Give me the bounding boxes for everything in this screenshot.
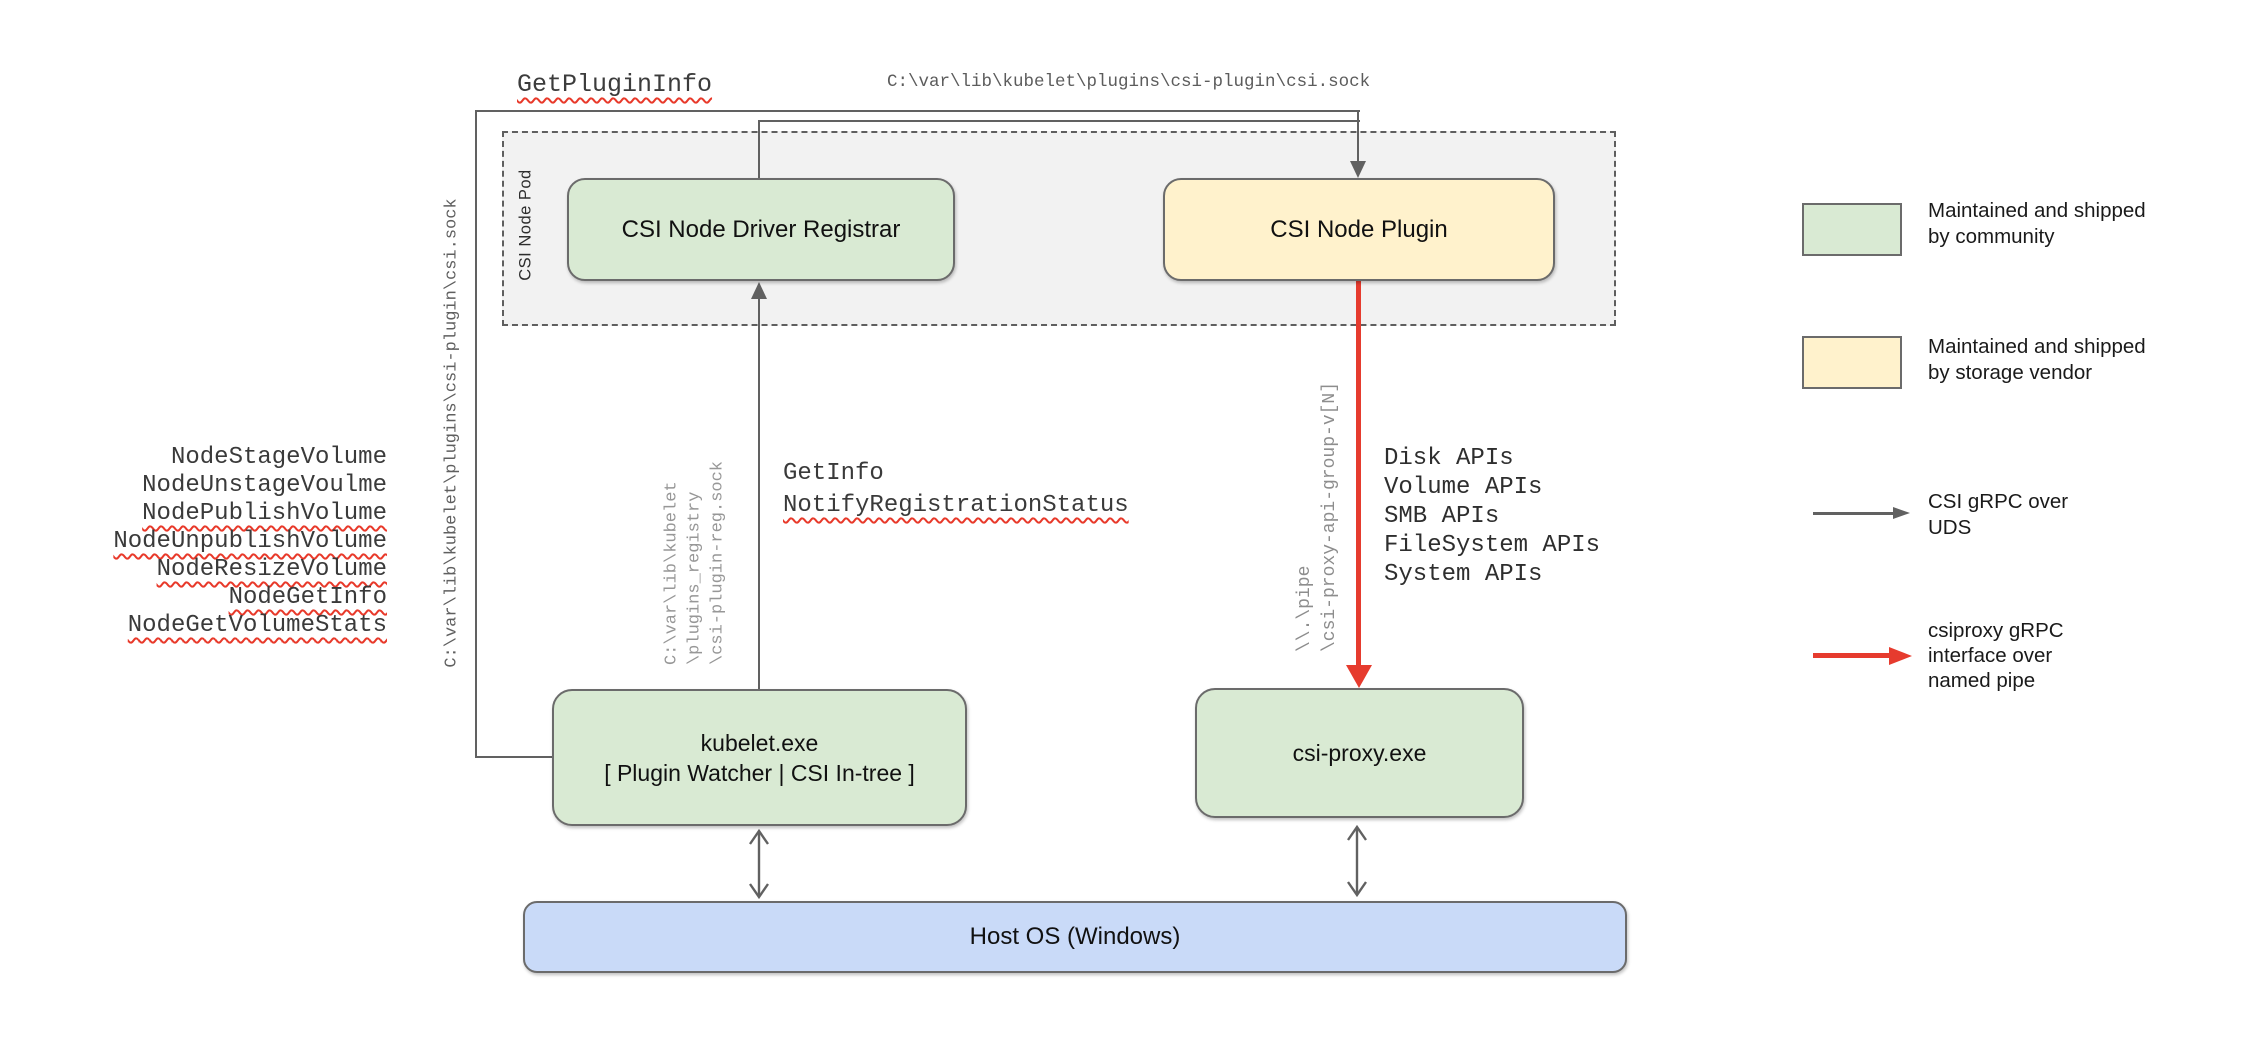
legend-pipe-label: csiproxy gRPC interface over named pipe: [1928, 619, 2064, 692]
node-call-item: NodeUnpublishVolume: [113, 528, 387, 555]
legend-uds-arrow-line: [1813, 512, 1897, 515]
connector-kubelet-loop-vertical: [475, 110, 478, 758]
node-call-item: NodeStageVolume: [170, 444, 387, 471]
legend-pipe-arrow-line: [1813, 653, 1893, 658]
legend-uds-label: CSI gRPC over UDS: [1928, 490, 2069, 539]
node-call-item: NodeGetVolumeStats: [127, 612, 387, 639]
kubelet-hostos-double-arrow: [749, 828, 769, 900]
registrar-label: CSI Node Driver Registrar: [621, 215, 901, 243]
node-csi-node-plugin: CSI Node Plugin: [1163, 178, 1555, 281]
arrowhead-into-csiproxy-icon: [1346, 665, 1372, 688]
connector-into-plugin: [1357, 110, 1360, 162]
node-csi-proxy: csi-proxy.exe: [1195, 688, 1524, 818]
node-call-item: NodeUnstageVoulme: [142, 472, 387, 499]
api-call-item: FileSystem APIs: [1384, 532, 1601, 559]
arrowhead-into-plugin-icon: [1350, 161, 1366, 178]
notify-registration-status-label: NotifyRegistrationStatus: [783, 492, 1129, 519]
node-kubelet: kubelet.exe [ Plugin Watcher | CSI In-tr…: [552, 689, 967, 826]
legend-pipe-arrowhead-icon: [1889, 647, 1912, 665]
connector-plugin-csiproxy-red: [1356, 281, 1361, 667]
csi-sock-path-top: C:\var\lib\kubelet\plugins\csi-plugin\cs…: [887, 72, 1371, 92]
named-pipe-path-vertical: \\.\pipe \csi-proxy-api-group-v[N]: [1295, 381, 1340, 653]
get-info-label: GetInfo: [783, 460, 884, 487]
legend-uds-arrowhead-icon: [1893, 507, 1910, 519]
arrowhead-into-registrar-icon: [751, 282, 767, 299]
api-call-item: Volume APIs: [1384, 474, 1543, 501]
legend-community-label: Maintained and shipped by community: [1928, 199, 2146, 248]
legend-swatch-vendor: [1802, 336, 1902, 389]
api-calls-list: Disk APIs Volume APIs SMB APIs FileSyste…: [1384, 444, 1600, 589]
csi-proxy-label: csi-proxy.exe: [1292, 739, 1427, 766]
host-os-label: Host OS (Windows): [969, 923, 1181, 950]
api-call-item: Disk APIs: [1384, 445, 1514, 472]
node-csi-node-driver-registrar: CSI Node Driver Registrar: [567, 178, 955, 281]
node-call-item: NodeResizeVolume: [156, 556, 387, 583]
api-call-item: System APIs: [1384, 561, 1543, 588]
connector-kubelet-loop-into-kubelet: [475, 756, 555, 759]
getinfo-calls: GetInfo NotifyRegistrationStatus: [783, 458, 1129, 522]
registration-sock-path-vertical: C:\var\lib\kubelet \plugins_registry \cs…: [662, 460, 728, 666]
connector-registrar-top: [758, 120, 761, 178]
node-host-os: Host OS (Windows): [523, 901, 1627, 973]
node-calls-list: NodeStageVolume NodeUnstageVoulme NodePu…: [87, 444, 387, 640]
connector-top-inner: [759, 120, 1360, 123]
node-call-item: NodeGetInfo: [228, 584, 387, 611]
legend-swatch-community: [1802, 203, 1902, 256]
plugin-label: CSI Node Plugin: [1270, 215, 1448, 243]
legend-vendor-label: Maintained and shipped by storage vendor: [1928, 335, 2146, 384]
csi-node-pod-label: CSI Node Pod: [516, 169, 535, 281]
get-plugin-info-label: GetPluginInfo: [517, 70, 713, 99]
kubelet-label-line1: kubelet.exe: [700, 729, 819, 756]
node-call-item: NodePublishVolume: [142, 500, 387, 527]
csiproxy-hostos-double-arrow: [1347, 824, 1367, 898]
api-call-item: SMB APIs: [1384, 503, 1500, 530]
connector-top-outer: [475, 110, 1360, 113]
csi-sock-path-left-vertical: C:\var\lib\kubelet\plugins\csi-plugin\cs…: [442, 198, 462, 668]
kubelet-label-line2: [ Plugin Watcher | CSI In-tree ]: [604, 759, 915, 786]
connector-kubelet-registrar: [758, 297, 761, 689]
